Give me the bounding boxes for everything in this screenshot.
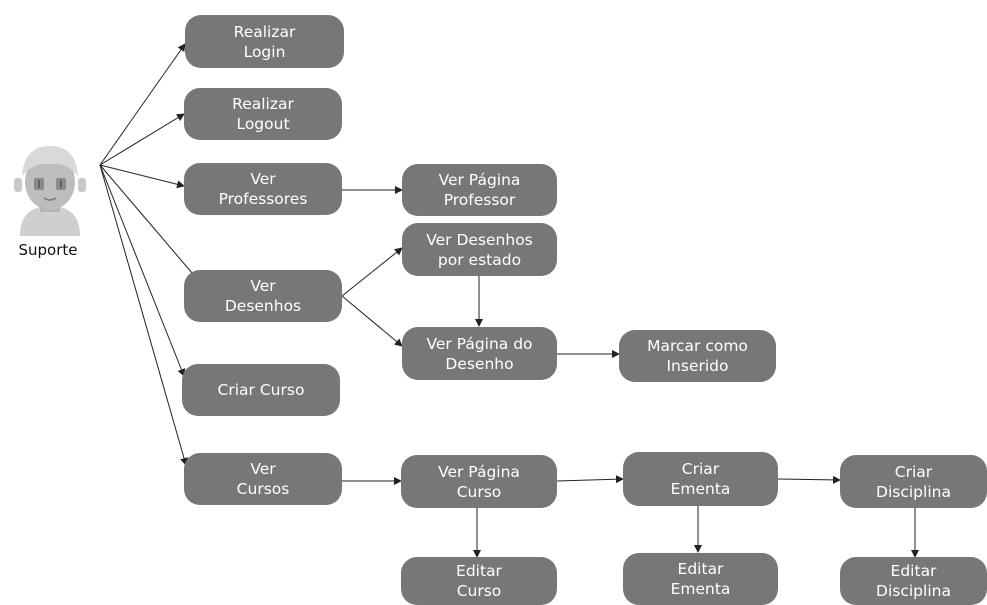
usecase-criar-ementa[interactable]: Criar Ementa (623, 452, 778, 506)
actor-label: Suporte (18, 241, 78, 259)
usecase-ver-desenhos[interactable]: Ver Desenhos (184, 270, 342, 322)
usecase-editar-ementa[interactable]: Editar Ementa (623, 553, 778, 605)
usecase-ver-pagina-professor[interactable]: Ver Página Professor (402, 164, 557, 216)
edge-actor-realizar-logout (99, 113, 185, 166)
edge-actor-realizar-login (99, 43, 186, 166)
usecase-ver-professores[interactable]: Ver Professores (184, 163, 342, 215)
edge-ementa-disciplina (777, 475, 841, 484)
edge-actor-criar-curso (99, 164, 186, 377)
edge-desenhos-estado (341, 247, 403, 297)
usecase-realizar-logout[interactable]: Realizar Logout (184, 88, 342, 140)
usecase-ver-pagina-desenho[interactable]: Ver Página do Desenho (402, 327, 557, 380)
usecase-ver-pagina-curso[interactable]: Ver Página Curso (401, 455, 557, 508)
usecase-criar-curso[interactable]: Criar Curso (182, 364, 340, 416)
edge-pagina-criar-ementa (556, 475, 624, 484)
edge-actor-ver-professores (99, 164, 185, 189)
usecase-editar-disciplina[interactable]: Editar Disciplina (840, 557, 987, 605)
edge-desenhos-pagina (341, 295, 403, 347)
usecase-editar-curso[interactable]: Editar Curso (401, 557, 557, 605)
person-icon (14, 146, 86, 236)
usecase-criar-disciplina[interactable]: Criar Disciplina (840, 455, 987, 508)
usecase-marcar-como-inserido[interactable]: Marcar como Inserido (619, 330, 776, 382)
usecase-ver-cursos[interactable]: Ver Cursos (184, 453, 342, 505)
usecase-ver-desenhos-por-estado[interactable]: Ver Desenhos por estado (402, 223, 557, 276)
edge-actor-ver-desenhos (99, 164, 199, 281)
edge-actor-ver-cursos (99, 164, 188, 466)
usecase-realizar-login[interactable]: Realizar Login (185, 15, 344, 68)
